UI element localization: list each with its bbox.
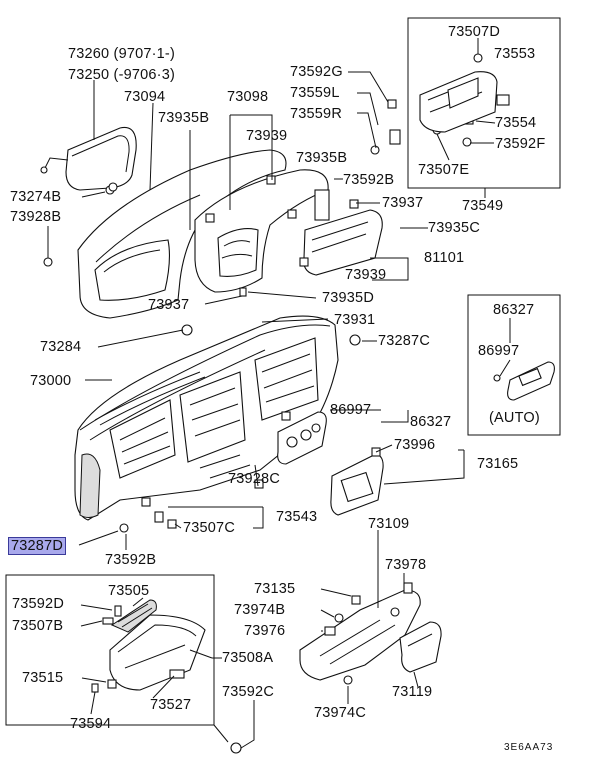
label-73165: 73165 [477,456,519,472]
cover-73119 [399,621,442,673]
auto-control [493,361,555,401]
upper-trim-73094 [77,149,287,319]
label-73549: 73549 [462,198,504,214]
side-panel-73260 [40,126,137,195]
heater-control [277,411,327,465]
inset-box-glove-box [5,574,215,726]
label-73939-a: 73939 [246,128,288,144]
label-73931: 73931 [334,312,376,328]
label-86327-a: 86327 [493,302,535,318]
label-73507B: 73507B [12,618,64,634]
label-73284: 73284 [40,339,82,355]
label-73935B-b: 73935B [296,150,348,166]
label-73976: 73976 [244,623,286,639]
label-73935B-a: 73935B [158,110,210,126]
label-73974B: 73974B [234,602,286,618]
label-86997-b: 86997 [330,402,372,418]
label-73505: 73505 [108,583,150,599]
label-73508A: 73508A [222,650,274,666]
label-81101: 81101 [424,250,465,266]
label-73109: 73109 [368,516,410,532]
label-73507C: 73507C [183,520,235,536]
label-73287C: 73287C [378,333,430,349]
label-73935D: 73935D [322,290,374,306]
glove-box-73508A [109,599,206,691]
label-73559L: 73559L [290,85,340,101]
label-73554: 73554 [495,115,537,131]
label-73527: 73527 [150,697,192,713]
center-panel-73098 [194,169,330,293]
lid-73549 [419,71,498,133]
label-73098: 73098 [227,89,269,105]
label-73592D: 73592D [12,596,64,612]
label-73559R: 73559R [290,106,342,122]
diagram-code: 3E6AA73 [504,742,554,753]
label-73594: 73594 [70,716,112,732]
label-73592F: 73592F [495,136,546,152]
console-panel-73165 [330,453,384,516]
fasteners [43,53,510,754]
label-73515: 73515 [22,670,64,686]
label-73996: 73996 [394,437,436,453]
label-73119: 73119 [392,684,433,700]
label-73000: 73000 [30,373,72,389]
label-86327-b: 86327 [410,414,452,430]
label-73928B: 73928B [10,209,62,225]
label-73592C: 73592C [222,684,274,700]
inset-box-auto [467,294,561,436]
label-73939-b: 73939 [345,267,387,283]
label-73935C: 73935C [428,220,480,236]
leader-lines [47,38,511,749]
label-73974C: 73974C [314,705,366,721]
label-73274B: 73274B [10,189,62,205]
label-73094: 73094 [124,89,166,105]
dashboard-73000 [74,315,339,521]
label-73592B-b: 73592B [105,552,157,568]
label-73250: 73250 (-9706·3) [68,67,175,83]
label-auto: (AUTO) [489,410,540,426]
label-73592G: 73592G [290,64,343,80]
label-73937-a: 73937 [382,195,424,211]
label-73543: 73543 [276,509,318,525]
label-73592B-a: 73592B [343,172,395,188]
label-73135: 73135 [254,581,296,597]
label-73287D-highlighted[interactable]: 73287D [8,537,66,555]
label-73553: 73553 [494,46,536,62]
label-73928C: 73928C [228,471,280,487]
label-86997-a: 86997 [478,343,520,359]
label-73260: 73260 (9707·1-) [68,46,175,62]
label-73937-b: 73937 [148,297,190,313]
label-73507D: 73507D [448,24,500,40]
label-73978: 73978 [385,557,427,573]
label-73507E: 73507E [418,162,470,178]
inset-box-73549 [407,17,561,189]
